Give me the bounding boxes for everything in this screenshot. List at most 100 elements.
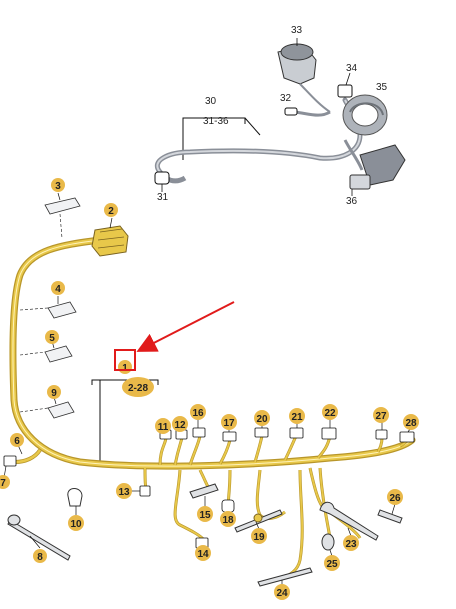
connector-7 <box>3 455 17 467</box>
connector-18 <box>221 499 235 513</box>
clip-26 <box>377 509 403 524</box>
label-35: 35 <box>376 82 388 93</box>
connector-28 <box>399 431 415 443</box>
callout-22: 22 <box>322 404 338 420</box>
svg-text:28: 28 <box>405 418 417 429</box>
callout-21: 21 <box>289 408 305 424</box>
label-36: 36 <box>346 196 358 207</box>
svg-text:17: 17 <box>223 418 235 429</box>
svg-text:25: 25 <box>326 559 338 570</box>
callout-19: 19 <box>251 528 267 544</box>
highlight-box <box>114 349 136 371</box>
connector-31 <box>154 171 170 185</box>
holder-4 <box>47 301 77 319</box>
connector-16 <box>192 427 206 438</box>
label-33: 33 <box>291 25 303 36</box>
callout-8: 8 <box>33 549 47 563</box>
label-range-31-36: 31-36 <box>203 116 229 127</box>
callout-26: 26 <box>387 489 403 505</box>
callout-16: 16 <box>190 404 206 420</box>
bracket-15 <box>189 483 219 499</box>
connector-2 <box>91 225 129 257</box>
svg-text:14: 14 <box>197 549 209 560</box>
callout-23: 23 <box>343 535 359 551</box>
svg-text:13: 13 <box>118 487 130 498</box>
callout-7: 7 <box>0 475 10 489</box>
callout-4: 4 <box>51 281 65 295</box>
connector-13 <box>139 485 151 497</box>
svg-text:4: 4 <box>55 284 61 295</box>
svg-text:8: 8 <box>37 552 43 563</box>
callout-5: 5 <box>45 330 59 344</box>
strap-23 <box>319 501 379 541</box>
svg-text:7: 7 <box>0 478 6 489</box>
label-range-2-28: 2-28 <box>128 383 148 394</box>
svg-text:22: 22 <box>324 408 336 419</box>
svg-text:1: 1 <box>122 363 128 374</box>
label-34: 34 <box>346 63 358 74</box>
label-31: 31 <box>157 192 169 203</box>
strap-24 <box>257 567 313 587</box>
svg-text:3: 3 <box>55 181 61 192</box>
holder-5 <box>44 345 73 363</box>
callout-18: 18 <box>220 511 236 527</box>
svg-text:9: 9 <box>51 388 57 399</box>
callout-14: 14 <box>195 545 211 561</box>
svg-text:15: 15 <box>199 510 211 521</box>
callout-11: 11 <box>155 418 171 434</box>
connector-34 <box>337 84 353 98</box>
svg-text:11: 11 <box>158 422 169 433</box>
upper-assembly: 30 31-36 31 32 33 34 35 36 <box>154 25 406 207</box>
callout-range-2-28: 2-28 <box>122 377 154 397</box>
callout-24: 24 <box>274 584 290 600</box>
holder-3 <box>44 197 81 215</box>
connector-17 <box>222 431 237 442</box>
svg-text:10: 10 <box>70 519 82 530</box>
main-harness <box>3 192 416 587</box>
svg-text:12: 12 <box>174 420 186 431</box>
svg-text:18: 18 <box>222 515 234 526</box>
harness-trunk <box>10 237 415 469</box>
svg-text:27: 27 <box>375 411 387 422</box>
svg-text:23: 23 <box>345 539 357 550</box>
svg-text:6: 6 <box>14 436 20 447</box>
svg-text:5: 5 <box>49 333 55 344</box>
svg-text:16: 16 <box>192 408 204 419</box>
callout-6: 6 <box>10 433 24 447</box>
svg-text:21: 21 <box>291 412 303 423</box>
connector-32 <box>284 107 298 116</box>
connector-20 <box>254 427 269 438</box>
grommet-25 <box>321 533 335 551</box>
callout-27: 27 <box>373 407 389 423</box>
callout-1: 1 <box>118 360 132 374</box>
callout-20: 20 <box>254 410 270 426</box>
svg-text:2: 2 <box>108 206 114 217</box>
connector-22 <box>321 427 337 440</box>
red-highlight <box>114 301 235 371</box>
callout-25: 25 <box>324 555 340 571</box>
svg-text:26: 26 <box>389 493 401 504</box>
callout-28: 28 <box>403 414 419 430</box>
clip-10 <box>67 488 83 507</box>
connector-21 <box>289 427 304 439</box>
label-32: 32 <box>280 93 292 104</box>
red-arrow-icon <box>136 301 235 352</box>
callout-17: 17 <box>221 414 237 430</box>
connector-27 <box>375 429 388 440</box>
callout-9: 9 <box>47 385 61 399</box>
callout-15: 15 <box>197 506 213 522</box>
callout-2: 2 <box>104 203 118 217</box>
callout-3: 3 <box>51 178 65 192</box>
callout-13: 13 <box>116 483 132 499</box>
callout-12: 12 <box>172 416 188 432</box>
svg-text:19: 19 <box>253 532 265 543</box>
connector-36 <box>349 174 371 190</box>
svg-text:24: 24 <box>276 588 288 599</box>
callout-10: 10 <box>68 515 84 531</box>
svg-text:20: 20 <box>256 414 268 425</box>
callout-bubbles: 1 2-28 2 3 4 5 9 6 7 8 10 11 12 13 14 15… <box>0 178 419 600</box>
label-30: 30 <box>205 96 217 107</box>
holder-9 <box>47 401 75 419</box>
